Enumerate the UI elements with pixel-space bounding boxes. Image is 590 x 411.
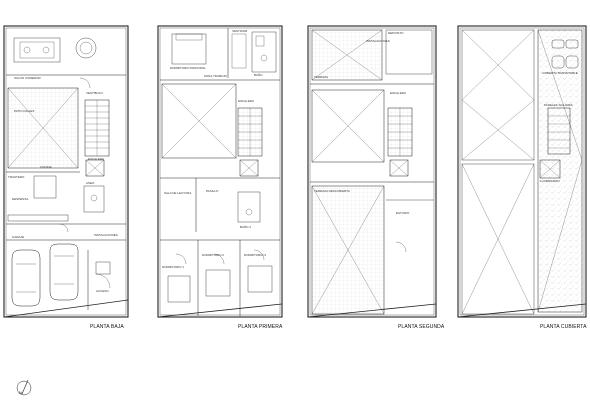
- room-label: VESTIDOR: [232, 29, 248, 33]
- room-label: ESTUDIO: [396, 211, 410, 215]
- plan-title-first-floor: PLANTA PRIMERA: [238, 324, 283, 330]
- room-label: COCINA: [40, 165, 52, 169]
- room-label: BAÑO: [254, 73, 263, 77]
- plan-first-floor: [157, 25, 283, 318]
- room-label: CUBIERTA TRANSITABLE: [542, 71, 578, 75]
- room-label: GARAJE: [12, 235, 25, 239]
- room-label: ZONA TRABAJO: [204, 74, 227, 78]
- room-label: ACCESO: [96, 289, 109, 293]
- room-label: DORMITORIO 3: [244, 253, 266, 257]
- room-label: INSTALACIONES: [366, 39, 390, 43]
- room-label: PATIO INGLES: [14, 109, 35, 113]
- room-label: INSTALACIONES: [94, 233, 118, 237]
- room-label: DORMITORIO 1: [162, 265, 184, 269]
- room-label: PANELES SOLARES: [544, 103, 573, 107]
- room-label: SALON COMEDOR: [14, 76, 41, 80]
- room-label: LUCERNARIO: [540, 179, 560, 183]
- room-label: ASEO: [86, 181, 95, 185]
- room-label: ESCALERA: [390, 91, 407, 95]
- room-label: BAÑO 2: [240, 225, 252, 229]
- room-label: DESPENSA: [12, 197, 29, 201]
- plan-second-floor: [307, 25, 437, 318]
- room-label: ESCALERA: [88, 157, 105, 161]
- plan-title-roof: PLANTA CUBIERTA: [540, 324, 587, 330]
- room-label: TERRAZA DESCUBIERTA: [314, 189, 350, 193]
- room-label: ESCALERA: [238, 99, 255, 103]
- plan-roof: [457, 25, 587, 318]
- north-arrow: [16, 379, 32, 396]
- room-label: SALA DE LECTURA: [164, 191, 192, 195]
- room-label: DORMITORIO 2: [202, 253, 224, 257]
- room-label: DEPOSITO: [388, 31, 404, 35]
- plan-ground-floor: [3, 25, 129, 318]
- room-label: TRASTERO: [8, 175, 25, 179]
- room-label: PASILLO: [206, 189, 219, 193]
- room-label: DORMITORIO PRINCIPAL: [170, 66, 206, 70]
- north-label: N: [19, 390, 22, 395]
- plan-title-second-floor: PLANTA SEGUNDA: [398, 324, 445, 330]
- room-label: TERRAZA: [314, 75, 329, 79]
- room-label: VESTIBULO: [86, 91, 103, 95]
- plan-title-ground-floor: PLANTA BAJA: [90, 324, 124, 330]
